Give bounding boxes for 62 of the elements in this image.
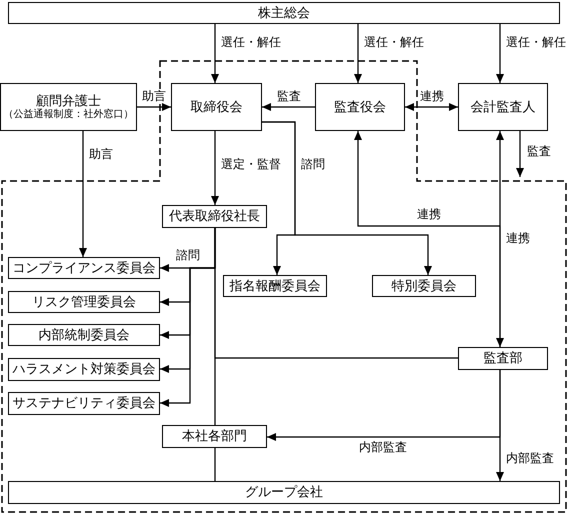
edge-label: 内部監査 <box>505 452 555 464</box>
org-box <box>315 83 405 131</box>
arrow <box>405 103 458 111</box>
box-title: リスク管理委員会 <box>32 294 136 310</box>
edge-label: 連携 <box>416 208 442 220</box>
org-box <box>162 205 267 228</box>
edge-label: 選任・解任 <box>505 36 567 48</box>
org-box <box>8 291 160 313</box>
box-title: 取締役会 <box>190 98 242 116</box>
org-box <box>162 425 267 448</box>
org-box <box>8 358 160 381</box>
box-title: 監査役会 <box>334 98 386 116</box>
box-subtitle: （公益通報制度：社外窓口） <box>4 108 134 122</box>
edge-label: 内部監査 <box>358 441 408 453</box>
box-title: 顧問弁護士 <box>36 92 101 108</box>
edge-label: 選任・解任 <box>220 36 282 48</box>
box-title: サステナビリティ委員会 <box>12 395 156 412</box>
arrow <box>496 24 504 83</box>
org-box <box>8 392 160 415</box>
box-title: 会計監査人 <box>470 98 536 116</box>
arrow <box>137 103 171 111</box>
org-box <box>8 2 560 24</box>
edge-label: 諮問 <box>175 249 201 261</box>
arrow <box>354 24 362 83</box>
org-box <box>458 347 548 370</box>
box-title: 内部統制委員会 <box>38 326 130 344</box>
edge-label: 監査 <box>276 90 302 102</box>
box-title: 本社各部門 <box>182 428 247 445</box>
org-box <box>223 275 327 297</box>
edge-label: 助言 <box>88 148 114 160</box>
box-title: 特別委員会 <box>392 278 456 294</box>
arrow <box>79 131 87 257</box>
connector-line <box>214 448 216 481</box>
edge-label: 諮問 <box>300 158 326 170</box>
box-title: 指名報酬委員会 <box>230 278 320 294</box>
org-box <box>8 481 560 504</box>
box-title: コンプライアンス委員会 <box>12 260 156 276</box>
box-title: ハラスメント対策委員会 <box>12 361 156 378</box>
box-title: 株主総会 <box>258 4 310 22</box>
org-box <box>458 83 548 131</box>
arrow <box>496 370 504 481</box>
arrow <box>496 131 504 347</box>
edge-label: 助言 <box>141 90 167 102</box>
org-box <box>8 324 160 346</box>
arrow <box>211 24 219 83</box>
box-title: 監査部 <box>484 350 522 367</box>
edge-label: 連携 <box>505 232 531 244</box>
box-title: 代表取締役社長 <box>169 208 260 225</box>
org-box <box>8 257 160 279</box>
edge-label: 監査 <box>526 145 552 157</box>
edge-label: 選任・解任 <box>363 36 425 48</box>
box-title: グループ会社 <box>245 484 323 501</box>
org-box <box>372 275 476 297</box>
edge-label: 選定・監督 <box>220 158 282 170</box>
arrow <box>262 103 315 111</box>
connector-line <box>214 228 216 425</box>
arrow <box>262 121 432 275</box>
arrow <box>516 131 524 177</box>
org-box <box>0 83 137 131</box>
arrow <box>211 131 219 205</box>
org-box <box>171 83 262 131</box>
edge-label: 連携 <box>419 90 445 102</box>
